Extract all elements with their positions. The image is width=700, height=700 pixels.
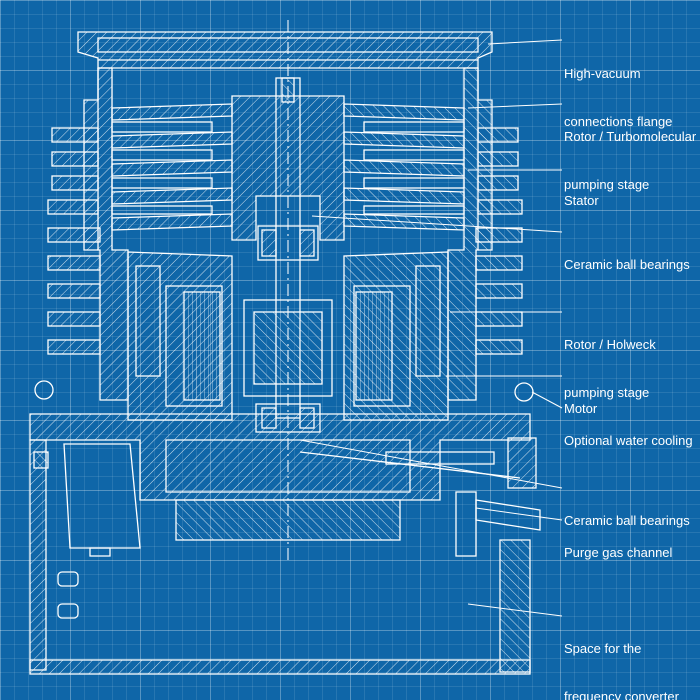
motor-coils: [183, 291, 393, 401]
label-turbo-line1: Rotor / Turbomolecular: [564, 129, 697, 144]
label-space: Space for the frequency converter: [564, 609, 679, 700]
label-flange: High-vacuum connections flange: [564, 34, 672, 146]
label-bearings-top: Ceramic ball bearings: [564, 225, 690, 289]
label-flange-line2: connections flange: [564, 114, 673, 129]
label-purge: Purge gas channel: [564, 513, 672, 577]
label-stator: Stator: [564, 161, 599, 225]
turbo-stage-right: [343, 103, 465, 231]
turbo-stage-left: [111, 103, 233, 231]
cooling-fins-left: [47, 127, 101, 355]
label-holweck-line2: pumping stage: [564, 385, 650, 400]
label-bearings-top-line1: Ceramic ball bearings: [564, 257, 690, 272]
label-turbo-line2: pumping stage: [564, 177, 650, 192]
label-space-line2: frequency converter: [564, 689, 679, 700]
label-cooling-line1: Optional water cooling: [564, 433, 693, 448]
label-purge-line1: Purge gas channel: [564, 545, 673, 560]
high-vacuum-flange: [77, 31, 493, 69]
converter-housing: [29, 439, 531, 675]
label-holweck-line1: Rotor / Holweck: [564, 337, 656, 352]
label-cooling: Optional water cooling: [564, 401, 693, 465]
leader-lines: [299, 39, 563, 617]
label-bearings-bottom-line1: Ceramic ball bearings: [564, 513, 690, 528]
bearing-top: [257, 225, 319, 261]
label-space-line1: Space for the: [564, 641, 642, 656]
cooling-fins-right: [475, 127, 523, 355]
label-turbo: Rotor / Turbomolecular pumping stage: [564, 97, 696, 209]
label-motor: Motor: [564, 369, 597, 433]
base-plate: [29, 413, 531, 541]
label-stator-line1: Stator: [564, 193, 599, 208]
label-bearings-bottom: Ceramic ball bearings: [564, 481, 690, 545]
label-motor-line1: Motor: [564, 401, 598, 416]
label-flange-line1: High-vacuum: [564, 66, 641, 81]
label-holweck: Rotor / Holweck pumping stage: [564, 305, 656, 417]
